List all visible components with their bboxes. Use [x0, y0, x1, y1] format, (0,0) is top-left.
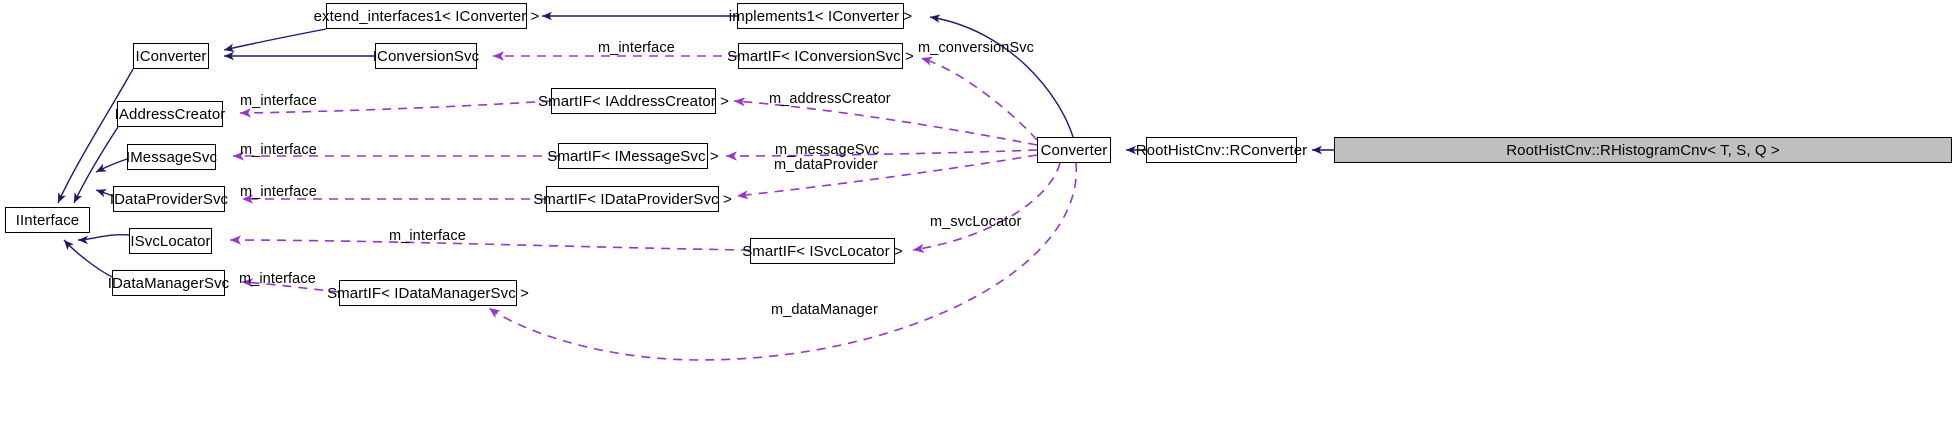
node-label: IDataManagerSvc: [107, 274, 230, 292]
edge-idatamanagersvc-iinterface: [63, 239, 113, 278]
edge-extendinterfaces1-iconverter: [223, 28, 327, 52]
node-label: IDataProviderSvc: [109, 190, 229, 208]
node-extend-interfaces1-iconverter[interactable]: extend_interfaces1< IConverter >: [314, 3, 539, 29]
node-label: IConverter: [135, 47, 207, 65]
edge-label-m-interface-iconversionsvc: m_interface: [598, 40, 675, 56]
node-label: SmartIF< IMessageSvc >: [547, 147, 719, 165]
edge-converter-smartif-isvclocator: [912, 162, 1061, 253]
node-label: IMessageSvc: [125, 148, 218, 166]
edge-label-m-interface-idatamanagersvc: m_interface: [239, 271, 316, 287]
node-label: SmartIF< ISvcLocator >: [742, 242, 903, 260]
edge-imessagesvc-iinterface: [95, 158, 128, 173]
edge-converter-smartif-iaddresscreator: [733, 97, 1038, 146]
node-label: RootHistCnv::RConverter: [1135, 141, 1308, 159]
node-iinterface[interactable]: IInterface: [5, 207, 90, 233]
edge-label-m-dataprovider: m_dataProvider: [774, 157, 878, 173]
node-label: ISvcLocator: [130, 232, 211, 250]
edge-iconverter-iinterface: [57, 68, 134, 204]
edge-label-m-interface-imessagesvc: m_interface: [240, 142, 317, 158]
node-label: IInterface: [15, 211, 80, 229]
node-label: RootHistCnv::RHistogramCnv< T, S, Q >: [1506, 141, 1780, 159]
node-idataprovidersvc[interactable]: IDataProviderSvc: [109, 186, 229, 212]
node-label: extend_interfaces1< IConverter >: [313, 7, 540, 25]
node-smartif-idatamanagersvc[interactable]: SmartIF< IDataManagerSvc >: [327, 280, 529, 306]
edge-isvclocator-iinterface: [77, 233, 130, 245]
edge-converter-implements1: [929, 14, 1074, 138]
edge-label-m-datamanager: m_dataManager: [771, 302, 878, 318]
node-iconversionsvc[interactable]: IConversionSvc: [372, 43, 480, 69]
node-smartif-imessagesvc[interactable]: SmartIF< IMessageSvc >: [547, 143, 719, 169]
node-imessagesvc[interactable]: IMessageSvc: [125, 144, 218, 170]
node-roothistcnv-rhistogramcnv[interactable]: RootHistCnv::RHistogramCnv< T, S, Q >: [1334, 137, 1952, 163]
node-isvclocator[interactable]: ISvcLocator: [129, 228, 212, 254]
node-smartif-idataprovidersvc[interactable]: SmartIF< IDataProviderSvc >: [533, 186, 732, 212]
edge-label-m-messagesvc: m_messageSvc: [775, 142, 880, 158]
node-label: SmartIF< IAddressCreator >: [538, 92, 730, 110]
node-iconverter[interactable]: IConverter: [133, 43, 209, 69]
node-label: IConversionSvc: [372, 47, 480, 65]
node-label: implements1< IConverter >: [728, 7, 913, 25]
node-roothistcnv-rconverter[interactable]: RootHistCnv::RConverter: [1136, 137, 1307, 163]
node-idatamanagersvc[interactable]: IDataManagerSvc: [108, 270, 229, 296]
node-iaddresscreator[interactable]: IAddressCreator: [114, 101, 226, 127]
node-label: IAddressCreator: [114, 105, 226, 123]
node-implements1-iconverter[interactable]: implements1< IConverter >: [729, 3, 912, 29]
edge-label-m-interface-isvclocator: m_interface: [389, 228, 466, 244]
edge-label-m-interface-idataprovidersvc: m_interface: [240, 184, 317, 200]
edge-label-m-addresscreator: m_addressCreator: [769, 91, 891, 107]
node-label: SmartIF< IDataManagerSvc >: [327, 284, 529, 302]
node-smartif-iaddresscreator[interactable]: SmartIF< IAddressCreator >: [538, 88, 729, 114]
edge-label-m-svclocator: m_svcLocator: [930, 214, 1022, 230]
node-label: Converter: [1040, 141, 1108, 159]
node-label: SmartIF< IDataProviderSvc >: [533, 190, 732, 208]
node-label: SmartIF< IConversionSvc >: [727, 47, 914, 65]
edge-converter-smartif-iconversionsvc: [920, 56, 1038, 141]
node-smartif-iconversionsvc[interactable]: SmartIF< IConversionSvc >: [727, 43, 914, 69]
edge-converter-smartif-imessagesvc: [725, 149, 1038, 161]
edge-label-m-conversionsvc: m_conversionSvc: [918, 40, 1034, 56]
edge-label-m-interface-iaddresscreator: m_interface: [240, 93, 317, 109]
edge-smartif-isvclocator-isvclocator: [229, 235, 751, 251]
node-converter[interactable]: Converter: [1037, 137, 1111, 163]
node-smartif-isvclocator[interactable]: SmartIF< ISvcLocator >: [742, 238, 903, 264]
